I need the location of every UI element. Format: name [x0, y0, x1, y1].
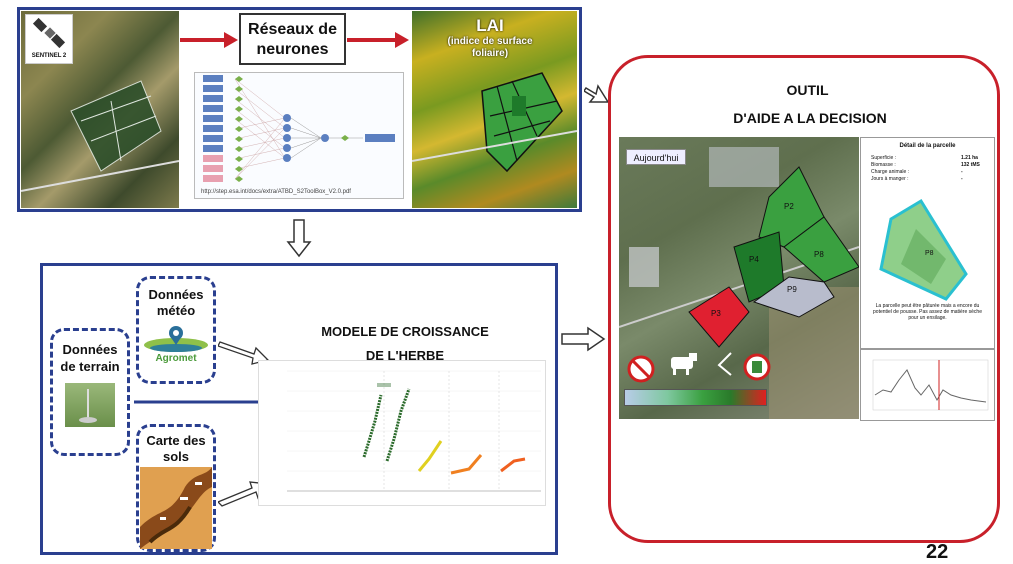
no-silage-icon	[743, 353, 771, 381]
terrain-line2: de terrain	[60, 359, 120, 374]
scythe-icon	[717, 352, 732, 376]
terrain-photo	[65, 383, 115, 427]
reseaux-line1: Réseaux de	[248, 21, 337, 38]
lai-sub-line1: (indice de surface	[447, 36, 533, 47]
neural-network-url: http://step.esa.int/docs/extra/ATBD_S2To…	[201, 189, 351, 195]
sentinel-label: SENTINEL 2	[31, 53, 67, 59]
detail-value: 132 tMS	[961, 162, 980, 168]
detail-row: Charge animale : -	[871, 169, 994, 176]
detail-value: -	[961, 176, 963, 182]
reseaux-line2: neurones	[256, 41, 329, 58]
satellite-fields-overlay	[21, 80, 179, 192]
sentinel-logo: SENTINEL 2	[25, 14, 73, 64]
detail-row: Superficie : 1.21 ha	[871, 155, 994, 162]
parcel-label-p9: P9	[787, 285, 797, 294]
neural-network-graph	[203, 75, 395, 182]
model-line1: MODELE DE CROISSANCE	[321, 324, 489, 339]
growth-chart	[258, 360, 546, 506]
meteo-box: Données météo Agromet	[136, 276, 216, 384]
parcel-label-p4: P4	[749, 255, 759, 264]
detail-row: Biomasse : 132 tMS	[871, 162, 994, 169]
aide-decision-title: D'AIDE A LA DECISION	[733, 110, 887, 126]
biomass-colorbar	[624, 389, 767, 406]
neural-network-diagram: http://step.esa.int/docs/extra/ATBD_S2To…	[194, 72, 404, 199]
no-entry-icon	[627, 355, 655, 383]
terrain-line1: Données	[62, 342, 118, 357]
arrow-terrain-to-chart-icon	[134, 396, 270, 408]
meteo-line1: Données	[148, 287, 204, 302]
mini-chart	[860, 349, 995, 421]
panel-parcel-label: P8	[925, 250, 934, 257]
detail-label: Jours à manger :	[871, 176, 909, 182]
detail-label: Superficie :	[871, 155, 897, 161]
detail-label: Charge animale :	[871, 169, 910, 175]
parcel-shape	[879, 198, 968, 301]
arrow-to-outil-icon	[584, 84, 610, 103]
parcel-label-p2: P2	[784, 202, 794, 211]
detail-value: 1.21 ha	[961, 155, 978, 161]
arrow-down-icon	[286, 219, 312, 258]
sols-line2: sols	[162, 449, 189, 464]
meteo-line2: météo	[156, 303, 196, 318]
detail-label: Biomasse :	[871, 162, 896, 168]
aujourdhui-label: Aujourd'hui	[626, 149, 686, 165]
detail-value: -	[961, 169, 963, 175]
detail-row: Jours à manger : -	[871, 176, 994, 183]
terrain-box: Données de terrain	[50, 328, 130, 456]
lai-sub-line2: foliaire)	[471, 48, 509, 59]
sols-line1: Carte des	[146, 433, 206, 448]
sols-box: Carte des sols	[136, 424, 216, 552]
arrow-to-reseaux-icon	[180, 32, 238, 48]
satellite-icon	[32, 17, 66, 49]
cow-icon	[671, 353, 697, 375]
lai-title: LAI	[476, 16, 504, 35]
parcel-label-p8: P8	[814, 250, 824, 259]
parcel-detail-panel: Détail de la parcelle Superficie : 1.21 …	[860, 137, 995, 349]
detail-title: Détail de la parcelle	[899, 143, 956, 149]
panel-description: La parcelle peut être pâturée mais a enc…	[873, 303, 982, 321]
model-title: MODELE DE CROISSANCE DE L'HERBE	[290, 320, 520, 368]
parcel-map-overlay	[619, 147, 859, 419]
agromet-label: Agromet	[155, 353, 197, 364]
parcel-label-p3: P3	[711, 309, 721, 318]
growth-chart-plot	[287, 370, 541, 492]
lai-image	[412, 11, 577, 208]
outil-title: OUTIL	[786, 82, 829, 98]
lai-subtitle: (indice de surface foliaire)	[440, 36, 540, 60]
reseaux-neurones-box: Réseaux de neurones	[239, 13, 346, 65]
model-line2: DE L'HERBE	[365, 348, 445, 363]
lai-fields-overlay	[412, 72, 577, 173]
page-number: 22	[926, 541, 949, 563]
mini-chart-plot	[872, 359, 989, 411]
agromet-logo-icon	[144, 326, 208, 352]
arrow-right-big-icon	[561, 326, 606, 352]
parcel-map: P2 P4 P8 P9 P3	[619, 137, 859, 419]
soil-map-image	[140, 467, 212, 549]
arrow-to-lai-icon	[347, 32, 409, 48]
